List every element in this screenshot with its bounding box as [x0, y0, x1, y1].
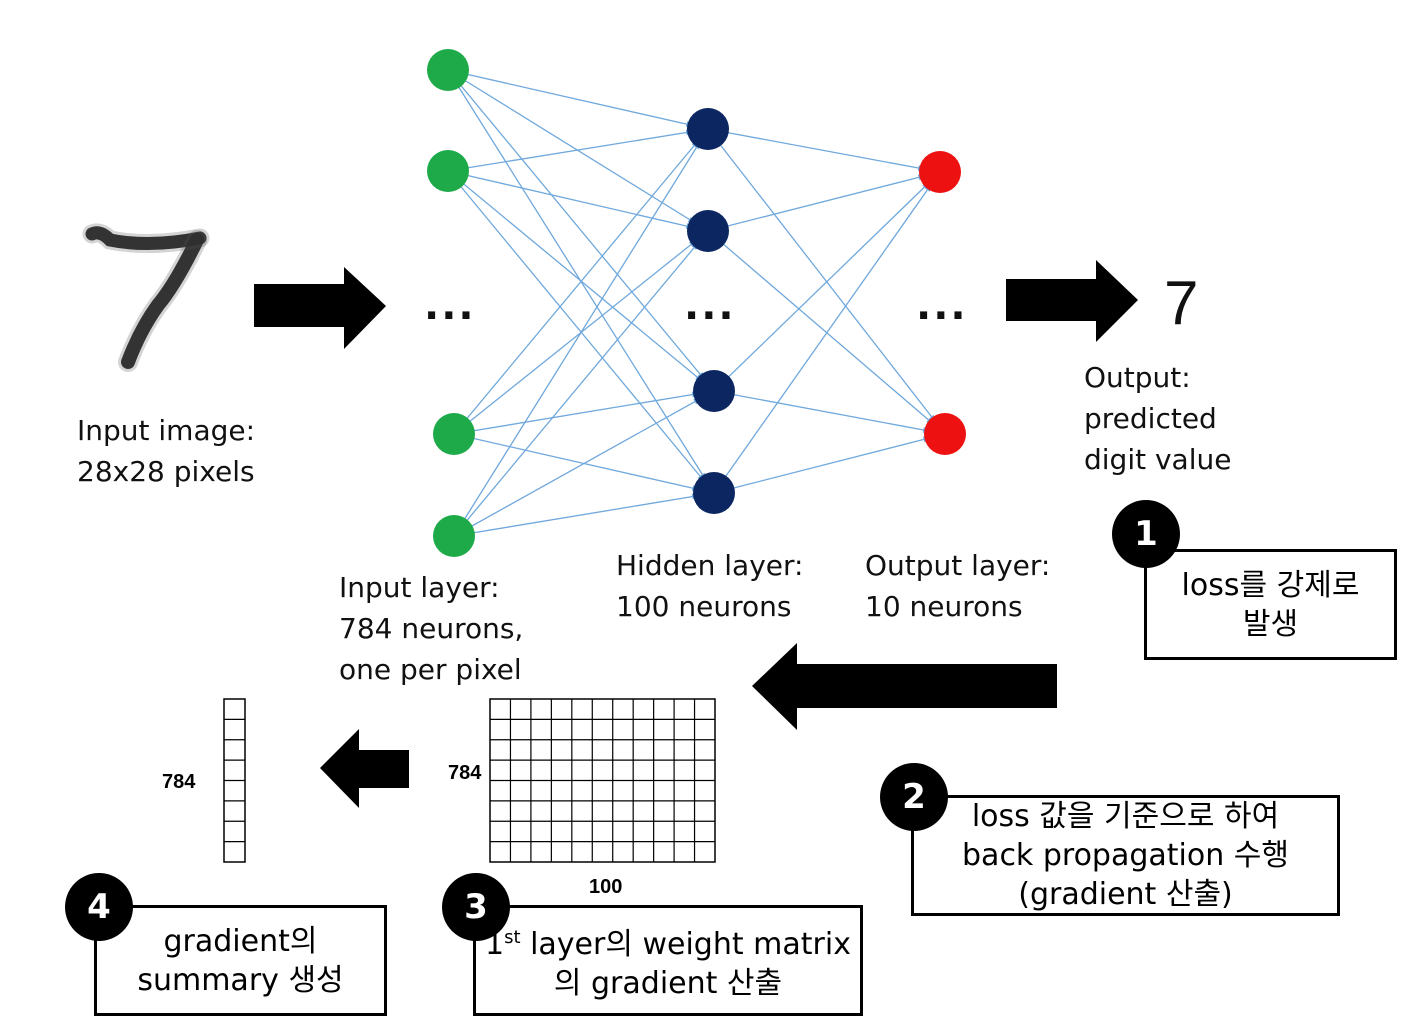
- edge-in3-hid1: [453, 230, 709, 537]
- hidden-neuron-3: [693, 472, 735, 514]
- hidden-layer-label: Hidden layer:100 neurons: [616, 549, 804, 623]
- step-3-badge: 3: [442, 873, 510, 941]
- edge-in0-hid2: [447, 69, 715, 392]
- edge-in3-hid0: [453, 128, 709, 537]
- step-2-badge: 2: [880, 763, 948, 831]
- arrow-backprop: [752, 643, 1057, 730]
- input-layer-ellipsis: ...: [424, 283, 476, 329]
- output-neuron-1: [924, 413, 966, 455]
- weight-matrix-grid: [489, 698, 716, 863]
- edge-in1-hid0: [447, 128, 709, 172]
- hidden-neuron-0: [687, 108, 729, 150]
- network-neurons: [427, 49, 966, 557]
- edge-hid3-out1: [713, 433, 946, 494]
- input-image-label: Input image:28x28 pixels: [77, 414, 256, 488]
- edge-in0-hid0: [447, 69, 709, 130]
- hidden-layer-ellipsis: ...: [684, 283, 736, 329]
- input-neuron-2: [433, 413, 475, 455]
- input-neuron-3: [433, 515, 475, 557]
- edge-hid2-out0: [713, 171, 941, 392]
- input-neuron-0: [427, 49, 469, 91]
- edge-in3-hid2: [453, 390, 715, 537]
- arrow-summary: [320, 729, 409, 808]
- step-4-badge: 4: [65, 873, 133, 941]
- gradient-summary-vector: [223, 698, 246, 863]
- edge-in3-hid3: [453, 492, 715, 537]
- matrix-cols-label: 100: [589, 876, 623, 898]
- step-3-box: 1st layer의 weight matrix 의 gradient 산출: [473, 905, 863, 1016]
- edge-hid1-out0: [707, 171, 941, 232]
- edge-hid2-out1: [713, 390, 946, 435]
- input-digit-image: [82, 223, 210, 372]
- step-1-badge: 1: [1112, 500, 1180, 568]
- edge-in1-hid1: [447, 170, 709, 232]
- arrow-input-to-network: [254, 267, 386, 349]
- hidden-neuron-2: [693, 370, 735, 412]
- edge-hid0-out0: [707, 128, 941, 173]
- hidden-neuron-1: [687, 210, 729, 252]
- edge-in2-hid2: [453, 390, 715, 435]
- output-layer-label: Output layer:10 neurons: [865, 549, 1051, 623]
- arrow-network-to-output: [1006, 260, 1138, 342]
- vector-rows-label: 784: [162, 771, 196, 793]
- output-layer-ellipsis: ...: [916, 283, 968, 329]
- edge-in2-hid0: [453, 128, 709, 435]
- output-digit: 7: [1164, 269, 1199, 338]
- edge-hid3-out0: [713, 171, 941, 494]
- input-neuron-1: [427, 150, 469, 192]
- output-neuron-0: [919, 151, 961, 193]
- input-layer-label: Input layer:784 neurons,one per pixel: [339, 571, 524, 686]
- matrix-rows-label: 784: [448, 762, 482, 784]
